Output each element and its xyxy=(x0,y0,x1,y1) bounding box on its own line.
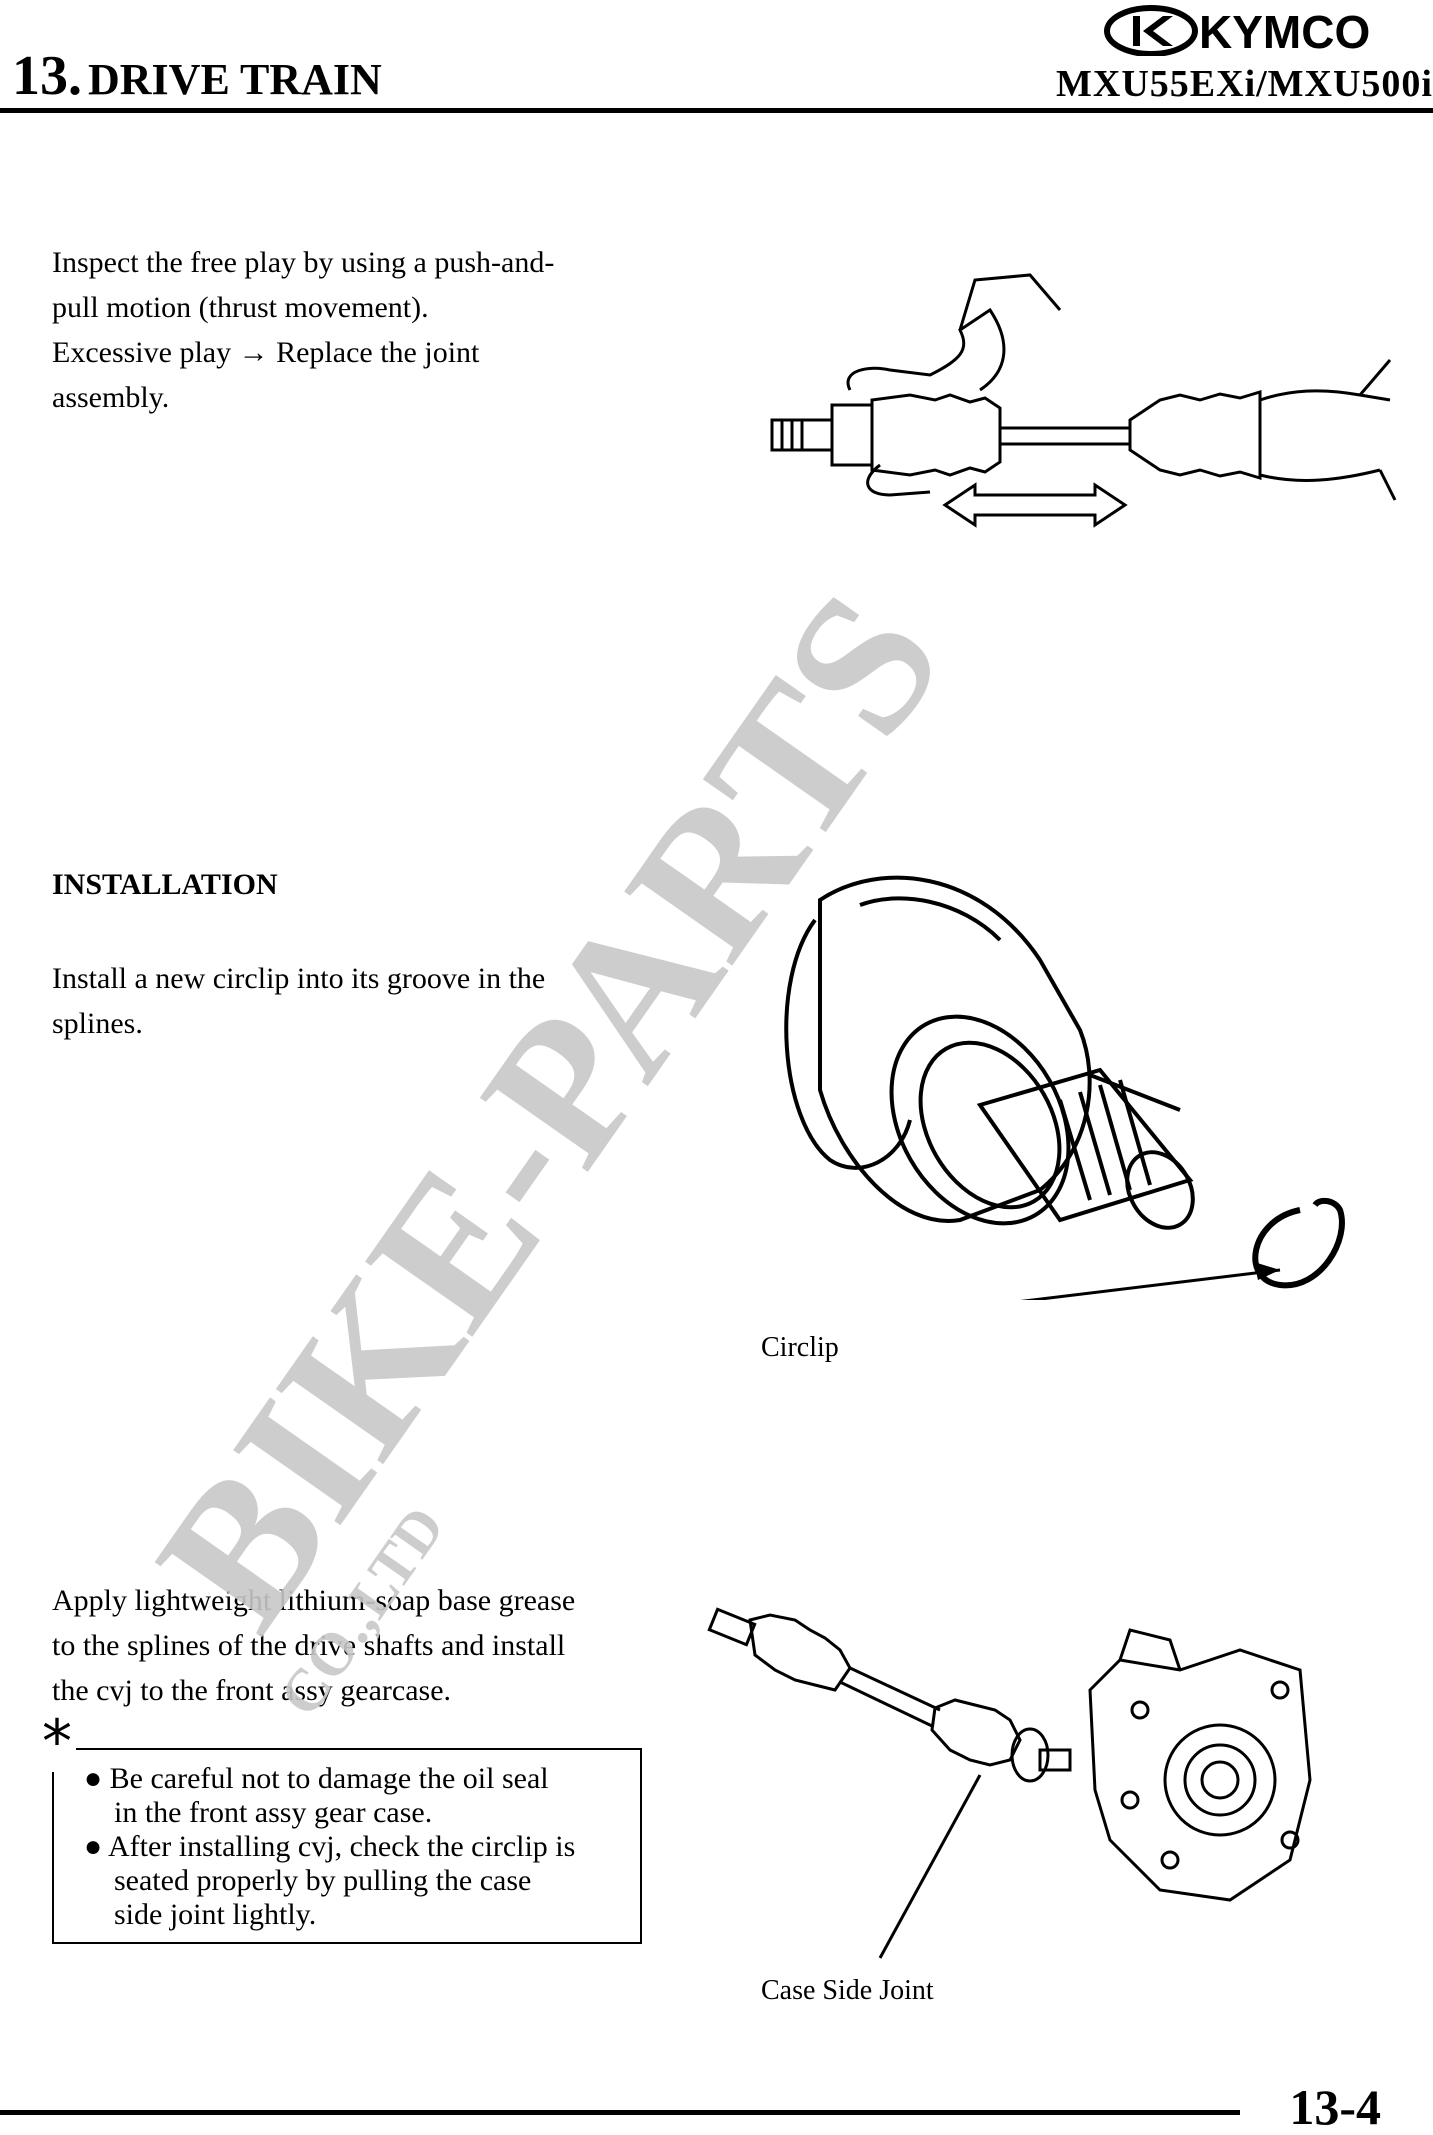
right-hand xyxy=(1259,389,1391,402)
circlip-icon xyxy=(1252,1197,1345,1289)
note-item: ● Be careful not to damage the oil seal … xyxy=(84,1762,644,1830)
note-item: ● After installing cvj, check the circli… xyxy=(84,1830,644,1932)
left-hand xyxy=(846,307,1006,392)
note-line: in the front assy gear case. xyxy=(114,1796,433,1829)
caution-notes: ● Be careful not to damage the oil seal … xyxy=(84,1762,644,1932)
text-line: the cvj to the front assy gearcase. xyxy=(52,1674,452,1707)
text-line: splines. xyxy=(52,1007,143,1040)
left-sleeve xyxy=(958,273,1062,331)
left-boot xyxy=(870,393,1002,477)
page-number: 13-4 xyxy=(1289,2079,1381,2135)
text-line: Apply lightweight lithium-soap base grea… xyxy=(52,1584,576,1617)
circlip-caption: Circlip xyxy=(761,1332,839,1363)
inner-boot xyxy=(930,1698,1022,1767)
chapter-heading: 13.DRIVE TRAIN xyxy=(12,48,382,104)
note-line: side joint lightly. xyxy=(114,1898,317,1931)
right-boot xyxy=(1128,389,1262,481)
note-line: ● Be careful not to damage the oil seal xyxy=(84,1762,549,1795)
text-line: assembly. xyxy=(52,381,170,414)
case-side-joint-caption: Case Side Joint xyxy=(761,1975,934,2006)
note-line: seated properly by pulling the case xyxy=(114,1864,532,1897)
text-line: to the splines of the drive shafts and i… xyxy=(52,1629,566,1662)
note-asterisk-icon: * xyxy=(38,1712,76,1772)
logo-text: KYMCO xyxy=(1199,6,1370,56)
cv-joint-circlip-figure xyxy=(784,875,1345,1300)
text-line: Inspect the free play by using a push-an… xyxy=(52,246,555,279)
grease-text: Apply lightweight lithium-soap base grea… xyxy=(52,1578,692,1713)
header-rule xyxy=(0,108,1433,113)
installation-text: Install a new circlip into its groove in… xyxy=(52,956,672,1046)
drive-shaft-free-play-figure xyxy=(770,273,1397,528)
splined-shaft xyxy=(976,1067,1194,1223)
text-line: Excessive play → Replace the joint xyxy=(52,336,480,369)
cvj-gearcase-figure xyxy=(707,1607,1312,1959)
chapter-number: 13. xyxy=(12,45,82,107)
footer-rule xyxy=(0,2110,1240,2115)
thrust-arrow-icon xyxy=(942,482,1128,528)
outer-boot xyxy=(748,1613,852,1692)
chapter-title: DRIVE TRAIN xyxy=(88,55,382,104)
installation-heading: INSTALLATION xyxy=(52,868,278,901)
note-line: ● After installing cvj, check the circli… xyxy=(84,1830,576,1863)
kymco-logo-mark: KYMCO xyxy=(1104,5,1370,56)
text-line: pull motion (thrust movement). xyxy=(52,291,429,324)
front-gearcase xyxy=(1088,1648,1312,1902)
text-line: Install a new circlip into its groove in… xyxy=(52,962,546,995)
inspect-text: Inspect the free play by using a push-an… xyxy=(52,240,672,420)
kymco-logo: KYMCO xyxy=(1103,4,1419,56)
model-name: MXU55EXi/MXU500i xyxy=(1056,63,1433,105)
caution-note-box xyxy=(52,1748,642,1944)
